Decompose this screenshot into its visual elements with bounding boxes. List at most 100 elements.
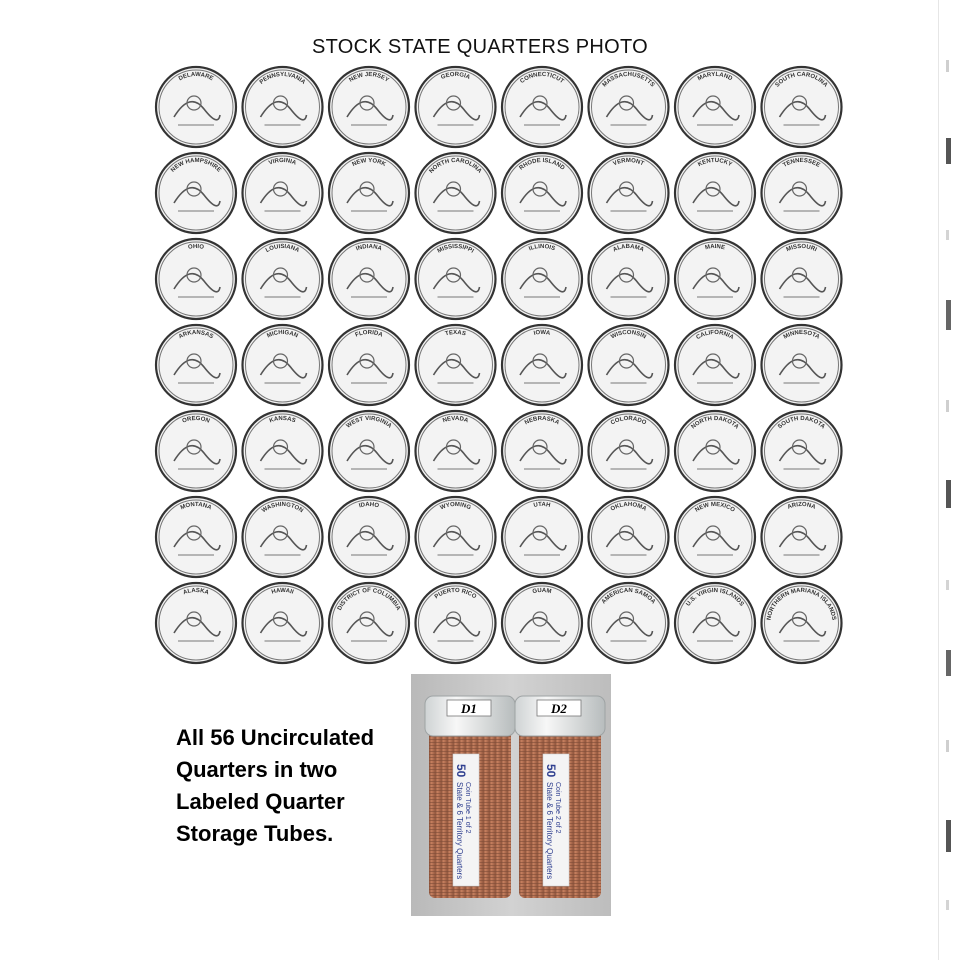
svg-text:ILLINOIS: ILLINOIS bbox=[528, 244, 556, 252]
state-quarter-coin: CONNECTICUT bbox=[500, 65, 584, 149]
state-quarter-coin: CALIFORNIA bbox=[673, 323, 757, 407]
svg-text:DELAWARE: DELAWARE bbox=[178, 72, 214, 82]
state-quarter-coin: SOUTH DAKOTA bbox=[760, 409, 843, 493]
tube-2-cap-label: D2 bbox=[550, 701, 567, 716]
state-quarter-coin: UTAH bbox=[500, 495, 584, 579]
svg-text:MISSOURI: MISSOURI bbox=[786, 244, 818, 254]
svg-text:NEW JERSEY: NEW JERSEY bbox=[348, 72, 389, 84]
state-quarter-coin: COLORADO bbox=[587, 409, 670, 493]
state-quarter-coin: NORTHERN MARIANA ISLANDS bbox=[760, 581, 843, 665]
caption-line-2: Quarters in two bbox=[176, 757, 338, 782]
svg-text:KANSAS: KANSAS bbox=[269, 416, 296, 424]
svg-text:ARKANSAS: ARKANSAS bbox=[178, 330, 214, 340]
svg-text:OHIO: OHIO bbox=[188, 244, 205, 251]
state-quarter-coin: WASHINGTON bbox=[241, 495, 324, 579]
svg-text:COLORADO: COLORADO bbox=[610, 416, 647, 427]
state-quarter-coin: MASSACHUSETTS bbox=[587, 65, 670, 149]
tube-1-band-sub: Coin Tube 1 of 2 bbox=[464, 782, 471, 833]
state-quarter-coin: MAINE bbox=[673, 237, 757, 321]
state-quarter-coin: IOWA bbox=[500, 323, 584, 407]
svg-text:NEBRASKA: NEBRASKA bbox=[524, 416, 561, 427]
svg-text:ALASKA: ALASKA bbox=[182, 588, 210, 597]
svg-text:IOWA: IOWA bbox=[533, 330, 551, 337]
coin-tubes-photo: D1 50 State & 6 Territory Quarters Coin … bbox=[411, 674, 611, 916]
state-quarter-coin: MARYLAND bbox=[673, 65, 757, 149]
state-quarter-coin: NEW YORK bbox=[327, 151, 411, 235]
svg-text:TEXAS: TEXAS bbox=[445, 330, 467, 337]
svg-text:MARYLAND: MARYLAND bbox=[697, 72, 734, 83]
svg-text:UTAH: UTAH bbox=[533, 502, 551, 509]
svg-text:MONTANA: MONTANA bbox=[180, 502, 213, 512]
state-quarter-coin: GEORGIA bbox=[414, 65, 497, 149]
state-quarter-coin: LOUISIANA bbox=[241, 237, 324, 321]
state-quarter-coin: GUAM bbox=[500, 581, 584, 665]
state-quarter-coin: IDAHO bbox=[327, 495, 411, 579]
state-quarters-grid: DELAWARE PENNSYLVANIA NEW JERSEY GEORGIA CON… bbox=[153, 64, 845, 666]
state-quarter-coin: AMERICAN SAMOA bbox=[587, 581, 670, 665]
tube-2-band-text: State & 6 Territory Quarters bbox=[545, 782, 554, 879]
svg-text:ALABAMA: ALABAMA bbox=[612, 244, 645, 254]
state-quarter-coin: NEW MEXICO bbox=[673, 495, 757, 579]
state-quarter-coin: DELAWARE bbox=[154, 65, 238, 149]
svg-text:CALIFORNIA: CALIFORNIA bbox=[695, 330, 735, 341]
svg-text:ARIZONA: ARIZONA bbox=[787, 502, 817, 511]
tube-2-band-sub: Coin Tube 2 of 2 bbox=[554, 782, 561, 833]
state-quarter-coin: ALASKA bbox=[154, 581, 238, 665]
tube-1-band-number: 50 bbox=[454, 764, 468, 778]
svg-text:OKLAHOMA: OKLAHOMA bbox=[610, 502, 648, 513]
svg-text:LOUISIANA: LOUISIANA bbox=[265, 244, 301, 254]
state-quarter-coin: WEST VIRGINIA bbox=[327, 409, 411, 493]
state-quarter-coin: PENNSYLVANIA bbox=[241, 65, 324, 149]
svg-text:WISCONSIN: WISCONSIN bbox=[610, 330, 647, 341]
state-quarter-coin: SOUTH CAROLINA bbox=[760, 65, 843, 149]
svg-text:KENTUCKY: KENTUCKY bbox=[697, 158, 733, 168]
state-quarter-coin: WISCONSIN bbox=[587, 323, 670, 407]
state-quarter-coin: OREGON bbox=[154, 409, 238, 493]
state-quarter-coin: VERMONT bbox=[587, 151, 670, 235]
caption-line-3: Labeled Quarter bbox=[176, 789, 345, 814]
state-quarter-coin: MISSISSIPPI bbox=[414, 237, 497, 321]
state-quarter-coin: KANSAS bbox=[241, 409, 324, 493]
svg-text:WYOMING: WYOMING bbox=[439, 502, 471, 512]
state-quarter-coin: ILLINOIS bbox=[500, 237, 584, 321]
svg-text:VIRGINIA: VIRGINIA bbox=[268, 158, 297, 167]
state-quarter-coin: PUERTO RICO bbox=[414, 581, 497, 665]
svg-text:MICHIGAN: MICHIGAN bbox=[266, 330, 298, 339]
state-quarter-coin: TEXAS bbox=[414, 323, 497, 407]
svg-text:GUAM: GUAM bbox=[532, 588, 552, 595]
svg-text:FLORIDA: FLORIDA bbox=[355, 330, 384, 339]
state-quarter-coin: MISSOURI bbox=[760, 237, 843, 321]
tubes-image: D1 50 State & 6 Territory Quarters Coin … bbox=[411, 674, 611, 916]
svg-text:GEORGIA: GEORGIA bbox=[440, 72, 471, 81]
state-quarter-coin: INDIANA bbox=[327, 237, 411, 321]
state-quarter-coin: NEBRASKA bbox=[500, 409, 584, 493]
state-quarter-coin: NORTH DAKOTA bbox=[673, 409, 757, 493]
scan-edge-marks bbox=[934, 0, 960, 960]
svg-text:INDIANA: INDIANA bbox=[355, 244, 383, 253]
state-quarter-coin: MINNESOTA bbox=[760, 323, 843, 407]
state-quarter-coin: NEVADA bbox=[414, 409, 497, 493]
state-quarter-coin: WYOMING bbox=[414, 495, 497, 579]
state-quarter-coin: FLORIDA bbox=[327, 323, 411, 407]
state-quarter-coin: NEW HAMPSHIRE bbox=[154, 151, 238, 235]
tube-1-band-text: State & 6 Territory Quarters bbox=[455, 782, 464, 879]
state-quarter-coin: NEW JERSEY bbox=[327, 65, 411, 149]
svg-text:NEW YORK: NEW YORK bbox=[351, 158, 387, 168]
caption: All 56 Uncirculated Quarters in two Labe… bbox=[176, 722, 406, 850]
state-quarter-coin: TENNESSEE bbox=[760, 151, 843, 235]
state-quarter-coin: DISTRICT OF COLUMBIA bbox=[327, 581, 411, 665]
state-quarter-coin: ALABAMA bbox=[587, 237, 670, 321]
svg-text:NEVADA: NEVADA bbox=[442, 416, 470, 425]
tube-1: D1 50 State & 6 Territory Quarters Coin … bbox=[424, 695, 516, 898]
tube-1-cap-label: D1 bbox=[460, 701, 477, 716]
page-title: STOCK STATE QUARTERS PHOTO bbox=[311, 36, 648, 58]
svg-text:VERMONT: VERMONT bbox=[612, 158, 645, 167]
svg-text:MISSISSIPPI: MISSISSIPPI bbox=[437, 244, 475, 255]
svg-text:TENNESSEE: TENNESSEE bbox=[782, 158, 820, 169]
state-quarter-coin: OKLAHOMA bbox=[587, 495, 670, 579]
state-quarter-coin: MONTANA bbox=[154, 495, 238, 579]
svg-text:NEW MEXICO: NEW MEXICO bbox=[694, 502, 735, 514]
svg-text:IDAHO: IDAHO bbox=[358, 502, 379, 510]
caption-line-4: Storage Tubes. bbox=[176, 821, 334, 846]
state-quarter-coin: KENTUCKY bbox=[673, 151, 757, 235]
